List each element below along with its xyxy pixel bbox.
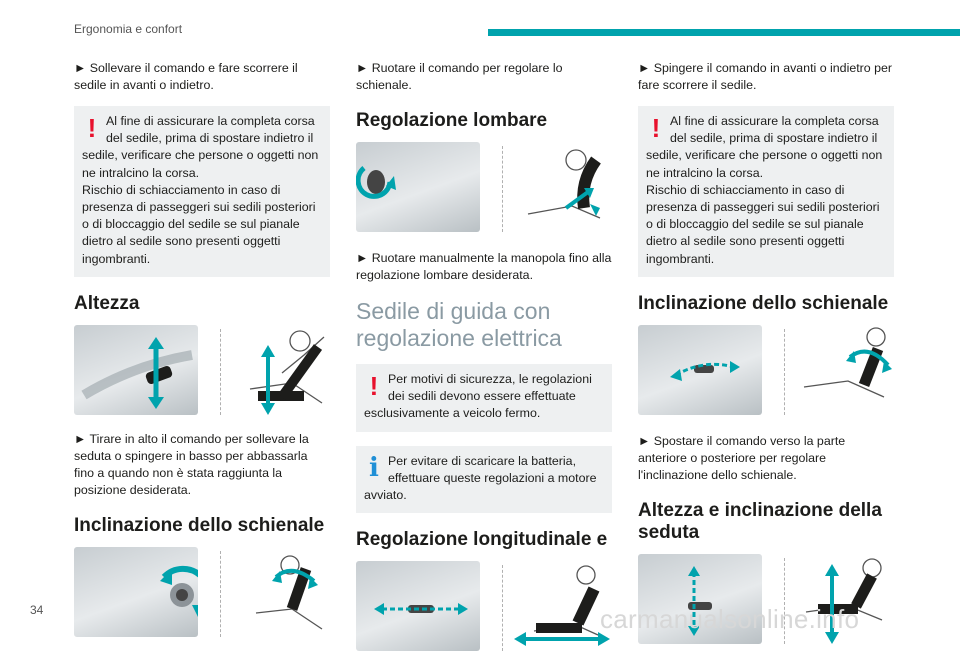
warning-box: ! Al fine di assicurare la completa cors… — [74, 106, 330, 277]
seat-photo — [74, 324, 198, 415]
info-box: i Per evitare di scaricare la batteria, … — [356, 445, 612, 514]
backrest-tilt-diagram — [255, 555, 323, 630]
heading-lombare: Regolazione lombare — [356, 110, 548, 131]
seat-photo — [74, 546, 213, 637]
step-text: ► Spingere il comando in avanti o indiet… — [638, 61, 893, 92]
heading-altezza-inclinazione: Altezza e inclinazione della seduta — [638, 499, 882, 543]
seat-lever-illustration — [81, 336, 193, 409]
warning-text: Per motivi di sicurezza, le regolazioni … — [364, 372, 592, 421]
warning-icon: ! — [369, 371, 379, 401]
seat-photo — [638, 553, 762, 644]
header-section-title: Ergonomia e confort — [74, 22, 183, 36]
heading-inclinazione: Inclinazione dello schienale — [638, 292, 889, 314]
figure-divider — [220, 328, 221, 415]
watermark: carmanualsonline.info — [600, 604, 860, 634]
info-icon: i — [369, 452, 379, 483]
heading-longitudinale: Regolazione longitudinale e — [356, 529, 608, 551]
figure-lumbar — [355, 142, 612, 236]
figure-divider — [220, 550, 221, 637]
heading-inclinazione: Inclinazione dello schienale — [74, 514, 325, 536]
step-text: ► Tirare in alto il comando per sollevar… — [74, 431, 309, 497]
figure-divider — [784, 328, 785, 415]
heading-altezza: Altezza — [74, 292, 140, 314]
seat-photo — [356, 561, 480, 652]
height-switch-illustration — [688, 565, 712, 636]
step-text: ► Spostare il comando verso la parte ant… — [638, 433, 846, 482]
column-3: ► Spingere il comando in avanti o indiet… — [638, 60, 894, 662]
figure-electric-tilt — [638, 324, 894, 419]
lumbar-knob-illustration — [355, 166, 396, 199]
tilt-switch-illustration — [670, 360, 740, 381]
figure-seat-height — [74, 324, 330, 417]
figure-divider — [784, 557, 785, 644]
step-text: ► Ruotare manualmente la manopola fino a… — [356, 251, 612, 282]
step-text: ► Ruotare il comando per regolare lo sch… — [356, 61, 563, 92]
warning-box: ! Al fine di assicurare la completa cors… — [638, 106, 894, 277]
lumbar-diagram — [527, 149, 601, 219]
header-accent-bar — [488, 29, 960, 36]
figure-divider — [502, 565, 503, 652]
figure-longitudinal — [356, 561, 612, 655]
seat-photo — [638, 324, 762, 415]
backrest-knob-illustration — [160, 565, 213, 617]
info-text: Per evitare di scaricare la batteria, ef… — [364, 453, 597, 503]
step-text: ► Sollevare il comando e fare scorrere i… — [74, 61, 298, 92]
electric-height-diagram — [805, 558, 883, 644]
figure-divider — [502, 146, 503, 232]
figure-electric-height — [638, 553, 894, 648]
warning-text: Al fine di assicurare la completa corsa … — [82, 114, 319, 266]
longitudinal-diagram — [514, 565, 610, 647]
warning-icon: ! — [87, 113, 97, 143]
warning-text: Al fine di assicurare la completa corsa … — [646, 114, 883, 266]
seat-photo — [355, 142, 480, 232]
page-number: 34 — [30, 603, 44, 617]
column-1: ► Sollevare il comando e fare scorrere i… — [74, 60, 330, 653]
warning-box: ! Per motivi di sicurezza, le regolazion… — [356, 364, 612, 432]
seat-height-diagram — [249, 330, 325, 415]
heading-elettrica: Sedile di guida con regolazione elettric… — [356, 298, 562, 351]
warning-icon: ! — [651, 113, 661, 143]
longitudinal-switch-illustration — [374, 603, 468, 616]
electric-tilt-diagram — [803, 327, 892, 398]
figure-backrest-tilt — [74, 546, 330, 639]
column-2: ► Ruotare il comando per regolare lo sch… — [355, 60, 612, 669]
